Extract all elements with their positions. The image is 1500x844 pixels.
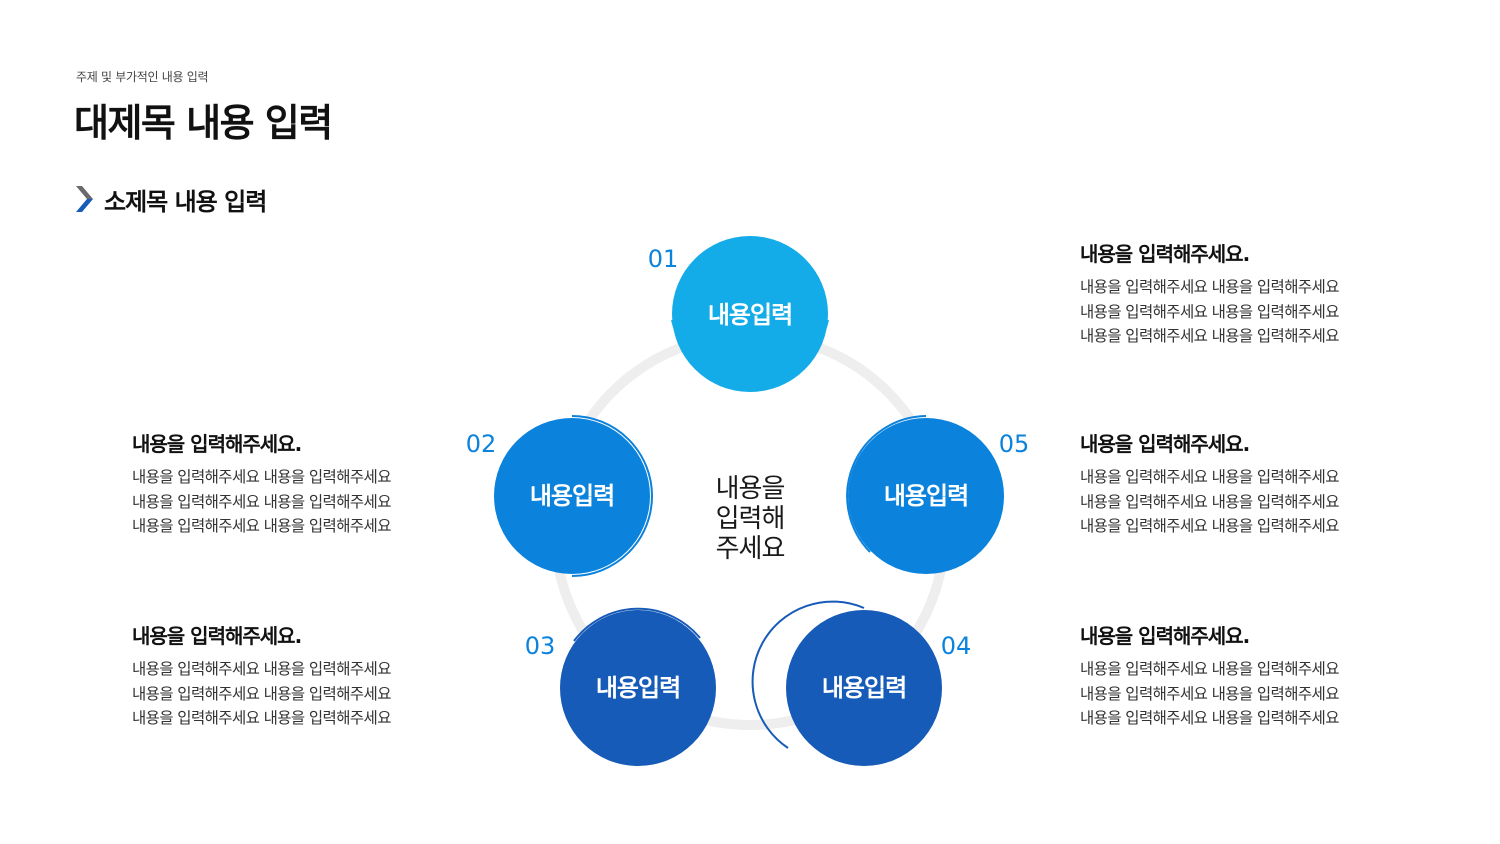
text-block-line: 내용을 입력해주세요 내용을 입력해주세요 — [1080, 709, 1339, 727]
text-block-5: 내용을 입력해주세요. 내용을 입력해주세요 내용을 입력해주세요 내용을 입력… — [1080, 428, 1380, 539]
step-3[interactable]: 내용입력 03 — [525, 607, 716, 766]
center-text-line-2: 입력해 — [716, 504, 785, 534]
step-1-accent-arc — [671, 319, 829, 384]
section-title: 소제목 내용 입력 — [104, 187, 267, 216]
text-block-line: 내용을 입력해주세요 내용을 입력해주세요 — [1080, 492, 1339, 511]
step-3-number: 03 — [525, 632, 556, 660]
step-2-accent-arc — [571, 415, 653, 577]
text-block-2: 내용을 입력해주세요. 내용을 입력해주세요 내용을 입력해주세요 내용을 입력… — [132, 428, 432, 539]
step-4-accent-arc — [751, 600, 865, 749]
step-3-label: 내용입력 — [596, 674, 680, 702]
text-block-line: 내용을 입력해주세요 내용을 입력해주세요 — [1080, 278, 1339, 296]
step-4-circle — [786, 610, 942, 766]
text-block-title: 내용을 입력해주세요. — [1080, 624, 1250, 648]
step-3-circle — [560, 610, 716, 766]
text-block-3: 내용을 입력해주세요. 내용을 입력해주세요 내용을 입력해주세요 내용을 입력… — [132, 620, 432, 731]
chevron-right-icon — [76, 186, 93, 212]
text-block-line: 내용을 입력해주세요 내용을 입력해주세요 — [132, 684, 391, 703]
text-block-1: 내용을 입력해주세요. 내용을 입력해주세요 내용을 입력해주세요 내용을 입력… — [1080, 238, 1380, 349]
step-2-label: 내용입력 — [530, 482, 614, 510]
center-text: 내용을 입력해 주세요 — [716, 474, 786, 564]
step-5-label: 내용입력 — [884, 482, 968, 510]
text-block-line: 내용을 입력해주세요 내용을 입력해주세요 — [1080, 517, 1339, 535]
page-title: 대제목 내용 입력 — [74, 101, 333, 145]
text-block-title: 내용을 입력해주세요. — [132, 432, 302, 456]
header-subtitle: 주제 및 부가적인 내용 입력 — [76, 70, 209, 84]
step-5-number: 05 — [999, 430, 1030, 458]
center-text-line-3: 주세요 — [716, 534, 785, 564]
step-1-circle — [672, 236, 828, 392]
step-5-accent-arc — [846, 415, 927, 553]
text-block-line: 내용을 입력해주세요 내용을 입력해주세요 — [132, 468, 391, 486]
center-text-line-1: 내용을 — [716, 474, 785, 504]
cycle-steps: 내용입력 01 내용입력 02 내용입력 03 내용입력 04 내용입력 05 — [466, 236, 1030, 766]
text-block-line: 내용을 입력해주세요 내용을 입력해주세요 — [1080, 660, 1339, 678]
text-block-line: 내용을 입력해주세요 내용을 입력해주세요 — [132, 660, 391, 678]
text-block-line: 내용을 입력해주세요 내용을 입력해주세요 — [132, 492, 391, 511]
step-3-accent-arc — [573, 607, 701, 642]
text-block-4: 내용을 입력해주세요. 내용을 입력해주세요 내용을 입력해주세요 내용을 입력… — [1080, 620, 1380, 731]
text-block-title: 내용을 입력해주세요. — [1080, 242, 1250, 266]
step-4[interactable]: 내용입력 04 — [751, 600, 972, 766]
step-2-circle — [494, 418, 650, 574]
step-4-number: 04 — [941, 632, 972, 660]
step-1-label: 내용입력 — [708, 301, 792, 329]
text-block-line: 내용을 입력해주세요 내용을 입력해주세요 — [132, 709, 391, 727]
step-1[interactable]: 내용입력 01 — [648, 236, 829, 392]
text-block-line: 내용을 입력해주세요 내용을 입력해주세요 — [1080, 468, 1339, 486]
step-5[interactable]: 내용입력 05 — [846, 415, 1030, 574]
step-2-number: 02 — [466, 430, 497, 458]
step-2[interactable]: 내용입력 02 — [466, 415, 653, 577]
step-1-number: 01 — [648, 245, 679, 273]
text-block-line: 내용을 입력해주세요 내용을 입력해주세요 — [132, 517, 391, 535]
step-5-circle — [848, 418, 1004, 574]
text-block-title: 내용을 입력해주세요. — [1080, 432, 1250, 456]
section-heading: 소제목 내용 입력 — [74, 184, 267, 216]
text-block-line: 내용을 입력해주세요 내용을 입력해주세요 — [1080, 327, 1339, 345]
text-block-line: 내용을 입력해주세요 내용을 입력해주세요 — [1080, 684, 1339, 703]
text-block-title: 내용을 입력해주세요. — [132, 624, 302, 648]
text-block-line: 내용을 입력해주세요 내용을 입력해주세요 — [1080, 302, 1339, 321]
step-4-label: 내용입력 — [822, 674, 906, 702]
